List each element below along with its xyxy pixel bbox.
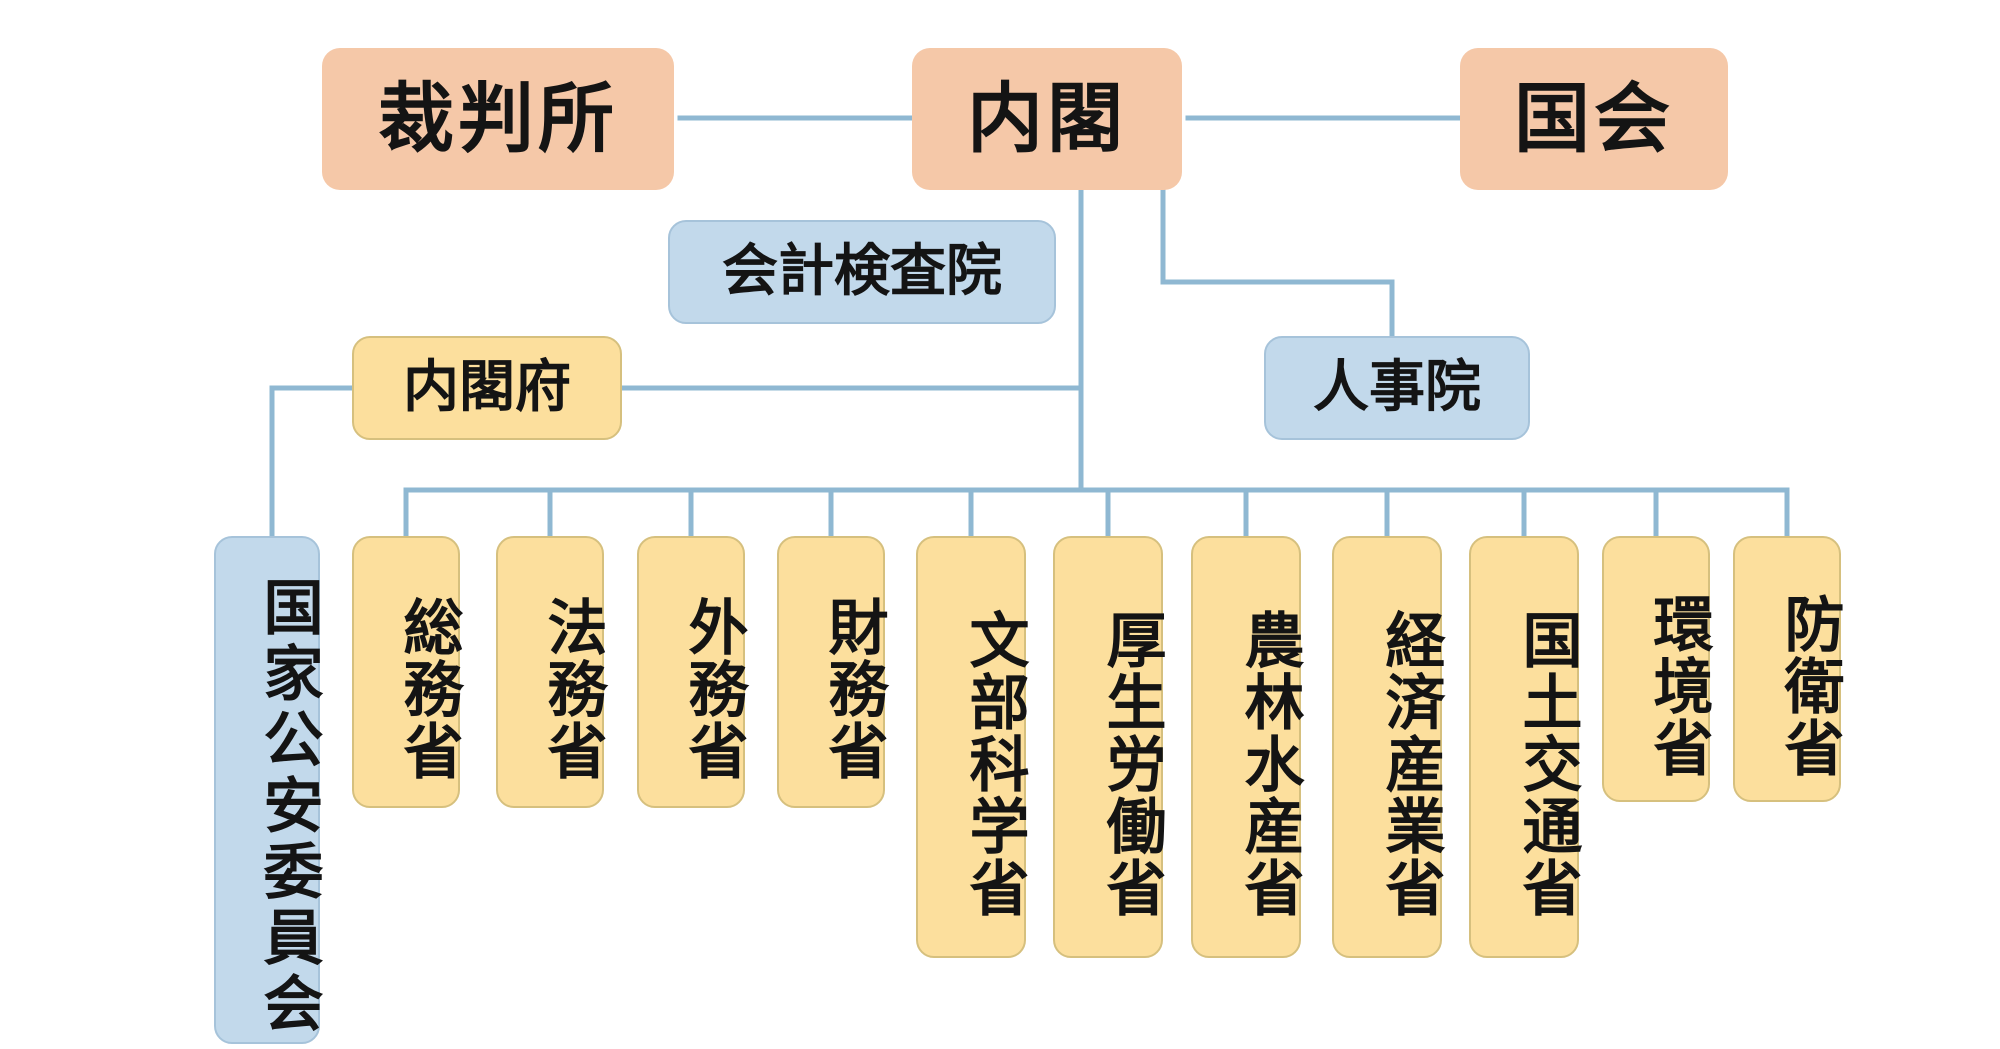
diet-label: 国会	[1514, 74, 1674, 163]
cabinet-label: 内閣	[967, 74, 1127, 163]
personnel-authority-box: 人事院	[1264, 336, 1530, 440]
ministry-box-keizai: 経済産業省	[1332, 536, 1445, 958]
ministry-label: 外務省	[678, 596, 748, 782]
cabinet-box: 内閣	[912, 48, 1182, 190]
ministry-drop-lines	[403, 487, 1790, 539]
public-safety-commission-box: 国家公安委員会	[214, 536, 323, 1044]
cabinet-office-label: 内閣府	[403, 355, 571, 420]
ministry-box-zaimu: 財務省	[777, 536, 888, 808]
ministry-box-houmu: 法務省	[496, 536, 607, 808]
audit-board-box: 会計検査院	[668, 220, 1056, 324]
ministry-label: 財務省	[818, 596, 888, 782]
ministry-label: 環境省	[1643, 593, 1713, 779]
ministry-label: 国土交通省	[1512, 609, 1582, 919]
ministry-box-nourin: 農林水産省	[1191, 536, 1304, 958]
ministry-box-gaimu: 外務省	[637, 536, 748, 808]
ministry-box-kokudo: 国土交通省	[1469, 536, 1582, 958]
ministry-label: 総務省	[393, 596, 463, 782]
audit-board-label: 会計検査院	[722, 239, 1002, 304]
ministry-box-kousei: 厚生労働省	[1053, 536, 1166, 958]
ministry-label: 経済産業省	[1375, 609, 1445, 919]
personnel-authority-label: 人事院	[1313, 355, 1481, 420]
ministry-label: 法務省	[537, 596, 607, 782]
ministry-box-soumu: 総務省	[352, 536, 463, 808]
ministry-label: 農林水産省	[1234, 609, 1304, 919]
ministry-box-kankyou: 環境省	[1602, 536, 1713, 802]
ministry-label: 防衛省	[1774, 593, 1844, 779]
ministry-label: 文部科学省	[959, 609, 1029, 919]
public-safety-commission-label: 国家公安委員会	[253, 576, 323, 1038]
ministry-box-monbu: 文部科学省	[916, 536, 1029, 958]
court-label: 裁判所	[378, 74, 618, 163]
cabinet-office-box: 内閣府	[352, 336, 622, 440]
court-box: 裁判所	[322, 48, 674, 190]
ministry-box-bouei: 防衛省	[1733, 536, 1844, 802]
ministry-label: 厚生労働省	[1096, 609, 1166, 919]
diet-box: 国会	[1460, 48, 1728, 190]
